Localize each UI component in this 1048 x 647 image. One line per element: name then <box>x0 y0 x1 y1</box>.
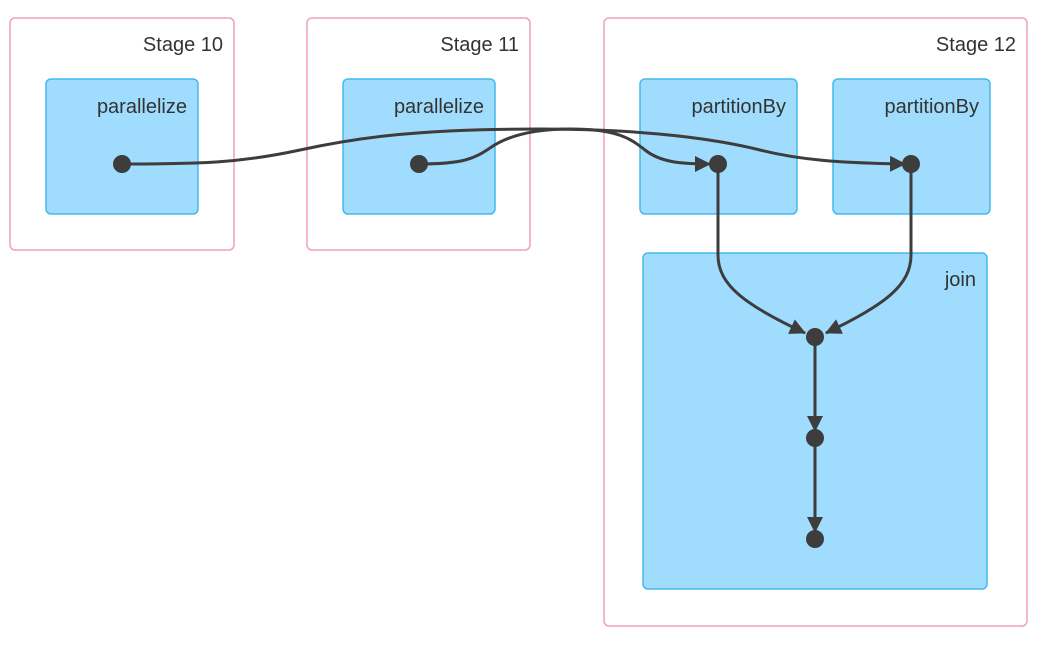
stage-label: Stage 10 <box>143 34 223 56</box>
rdd-label: partitionBy <box>885 96 980 118</box>
stage-label: Stage 11 <box>440 34 519 56</box>
nodes <box>113 155 920 548</box>
rdd-label: join <box>944 269 976 291</box>
rdd-node[interactable] <box>902 155 920 173</box>
edge <box>825 164 913 335</box>
rdd-node[interactable] <box>113 155 131 173</box>
rdd-label: partitionBy <box>692 96 787 118</box>
rdd-cluster[interactable]: parallelize <box>342 78 496 215</box>
rdd-node[interactable] <box>806 530 824 548</box>
rdd-node[interactable] <box>806 429 824 447</box>
edge <box>121 127 906 172</box>
edge <box>418 127 711 172</box>
rdd-node[interactable] <box>709 155 727 173</box>
rdd-box <box>45 78 199 215</box>
stage-cluster[interactable]: Stage 10 parallelize <box>9 17 235 251</box>
rdd-label: parallelize <box>394 96 484 118</box>
rdd-label: parallelize <box>97 96 187 118</box>
rdd-cluster[interactable]: partitionBy <box>832 78 991 215</box>
rdd-cluster[interactable]: parallelize <box>45 78 199 215</box>
edges <box>121 127 913 533</box>
rdd-node[interactable] <box>806 328 824 346</box>
edge <box>716 164 806 335</box>
stage-label: Stage 12 <box>936 34 1016 56</box>
rdd-node[interactable] <box>410 155 428 173</box>
